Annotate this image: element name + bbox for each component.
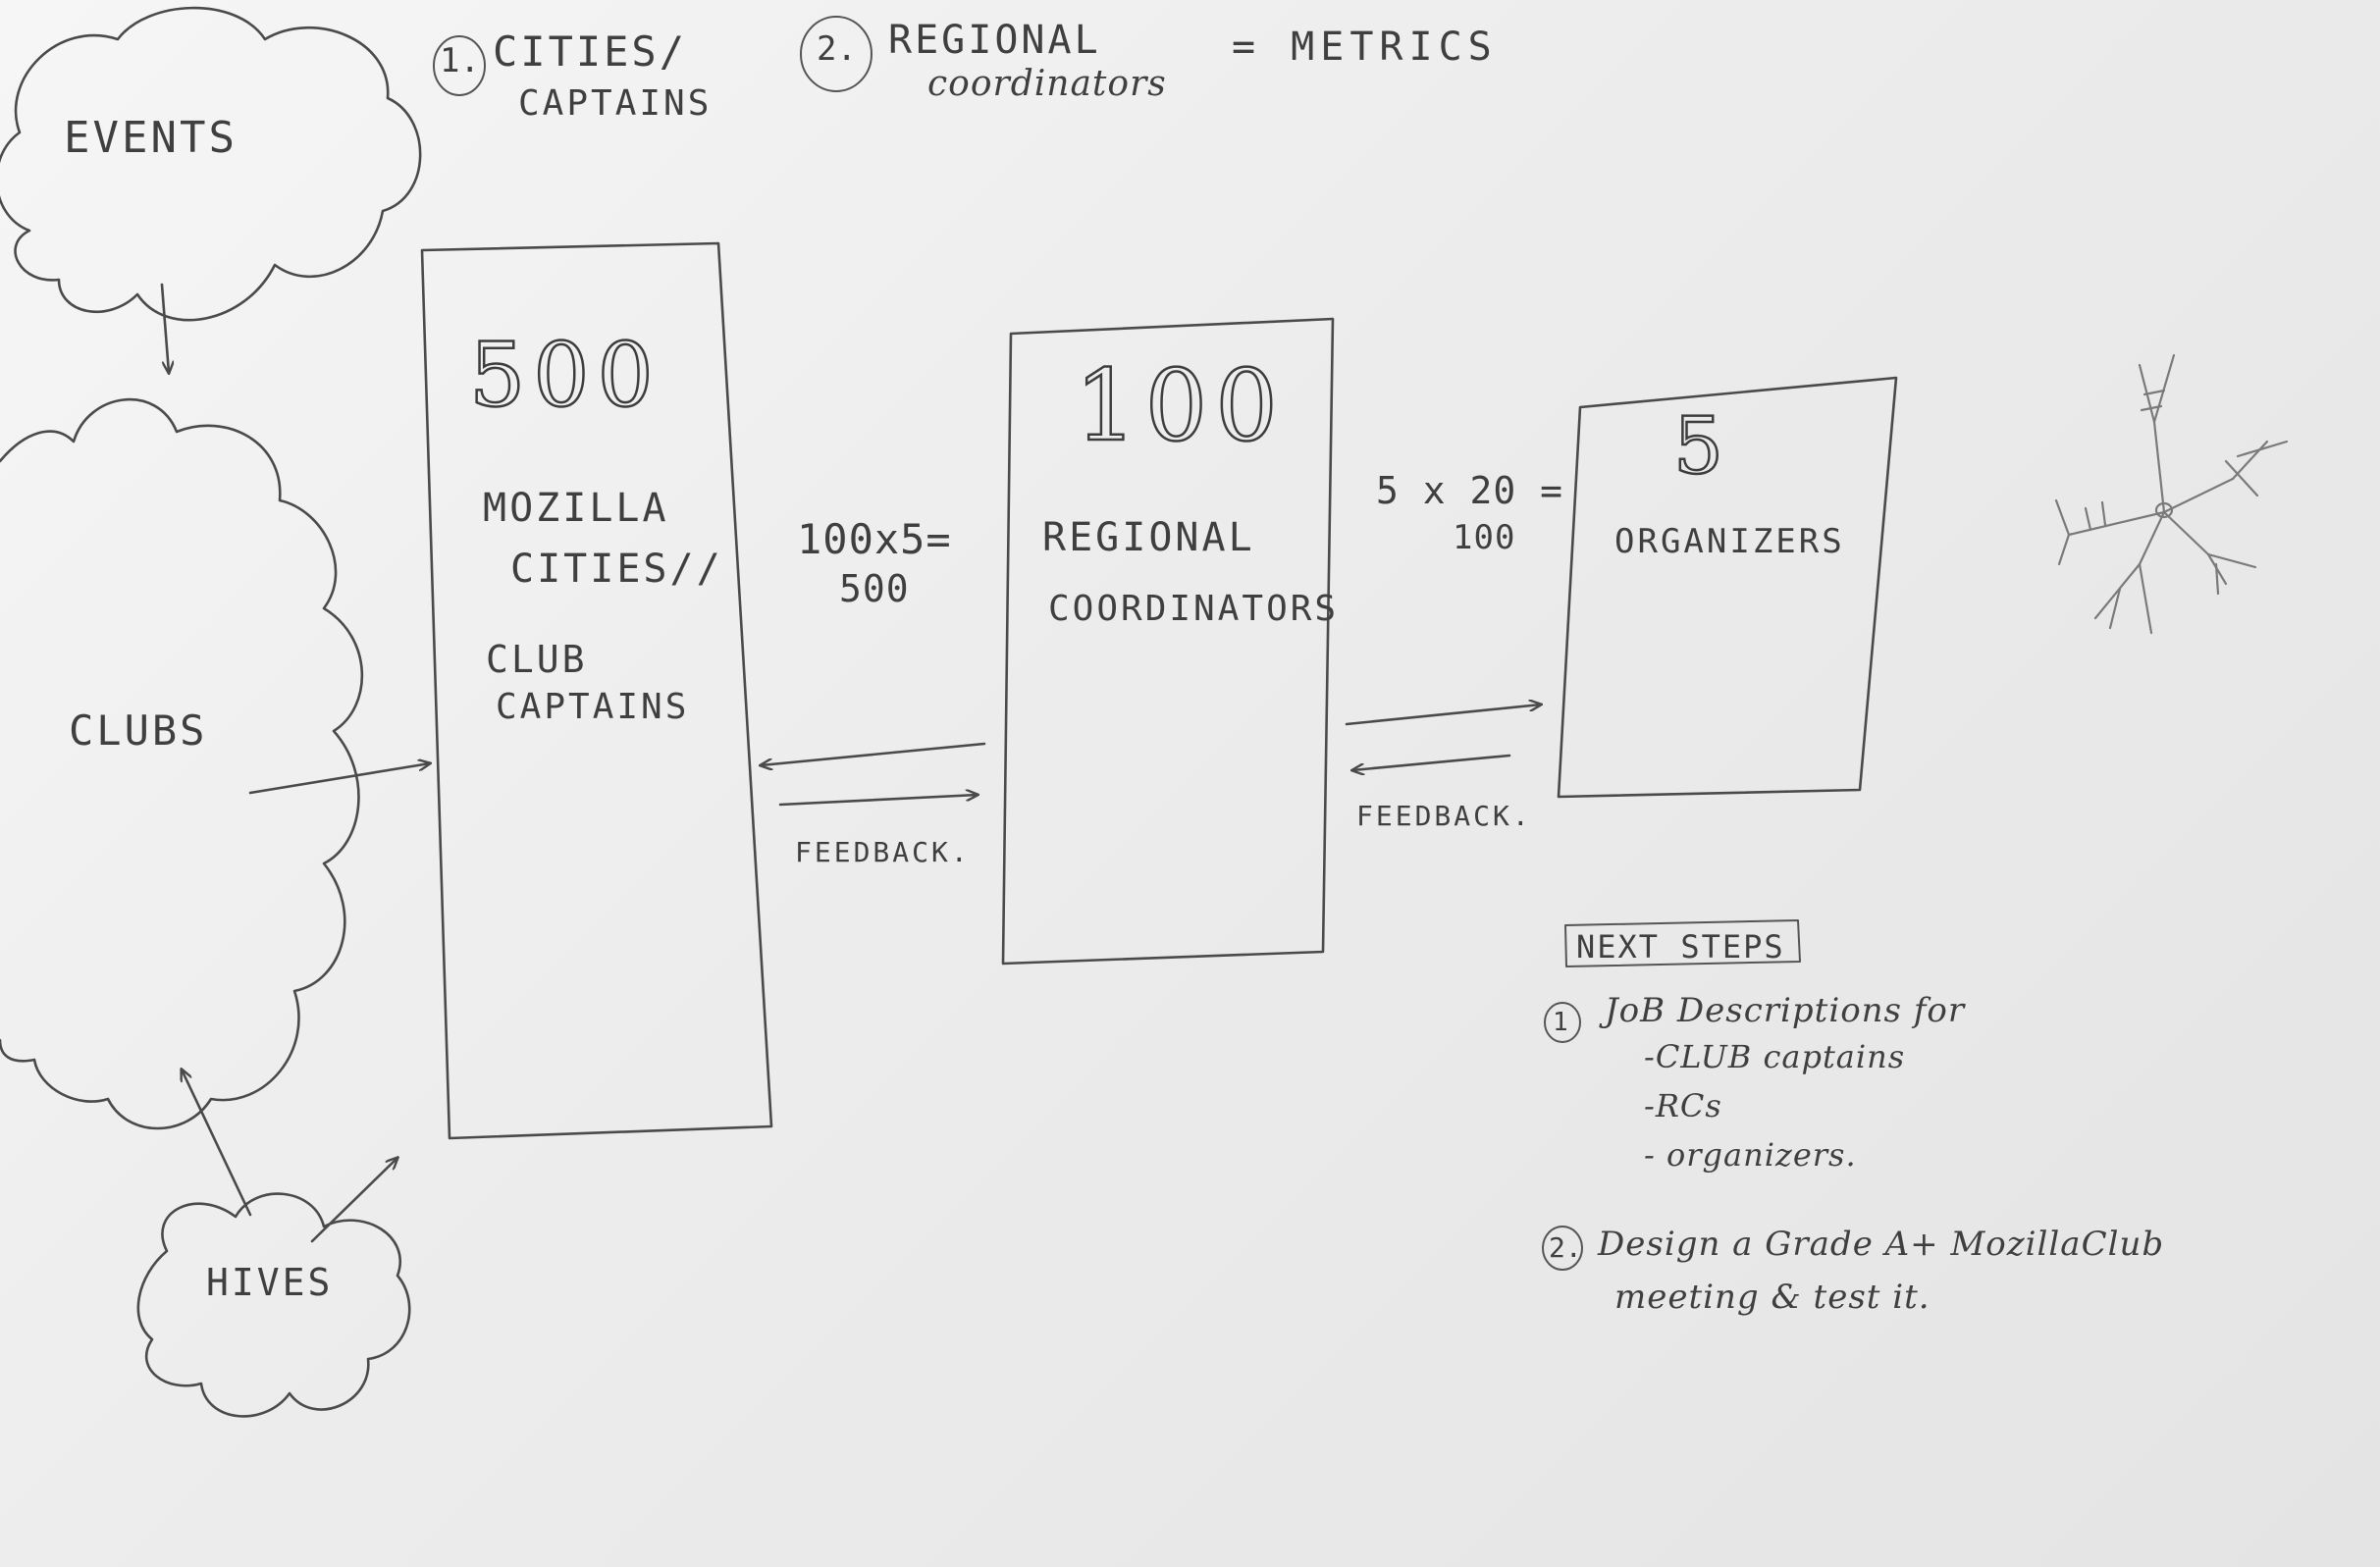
organizers-label: ORGANIZERS bbox=[1614, 522, 1845, 561]
hives-to-captains-arrow bbox=[310, 1158, 397, 1243]
math-right-line1: 5 x 20 = bbox=[1376, 469, 1564, 512]
step2-line2: meeting & test it. bbox=[1614, 1278, 1930, 1317]
header-circle-2 bbox=[800, 16, 873, 92]
organizers-count: 5 bbox=[1672, 399, 1731, 494]
coordinators-label-line1: REGIONAL bbox=[1042, 515, 1255, 560]
captains-to-coordinators-arrow bbox=[778, 795, 978, 807]
clubs-to-captains-arrow bbox=[248, 763, 430, 795]
captains-label-line4: CAPTAINS bbox=[496, 687, 690, 727]
header-item1-line2: CAPTAINS bbox=[518, 83, 713, 124]
coordinators-label-line2: COORDINATORS bbox=[1048, 589, 1340, 629]
header-circle-1 bbox=[433, 35, 486, 96]
feedback-left-label: FEEDBACK. bbox=[795, 836, 971, 868]
math-left-line2: 500 bbox=[839, 567, 910, 610]
step1-circle bbox=[1544, 1002, 1581, 1043]
header-item2-line1: REGIONAL bbox=[888, 18, 1101, 63]
step1-item-3: - organizers. bbox=[1644, 1136, 1857, 1174]
step1-text: JoB Descriptions for bbox=[1605, 991, 1966, 1030]
step2-circle bbox=[1542, 1226, 1583, 1271]
events-cloud bbox=[0, 6, 422, 322]
header-item1-line1: CITIES/ bbox=[493, 27, 688, 76]
snowflake-doodle-icon bbox=[2054, 353, 2289, 635]
math-right-line2: 100 bbox=[1453, 518, 1516, 557]
clubs-cloud bbox=[0, 397, 364, 1130]
header-metrics: = METRICS bbox=[1232, 25, 1498, 70]
step2-line1: Design a Grade A+ MozillaClub bbox=[1598, 1225, 2165, 1264]
hives-to-clubs-arrow bbox=[182, 1070, 252, 1217]
hives-cloud bbox=[136, 1192, 411, 1418]
header-item1-number: 1. bbox=[440, 41, 480, 80]
captains-label-line1: MOZILLA bbox=[483, 486, 669, 531]
header-item2-number: 2. bbox=[817, 29, 857, 69]
step2-number: 2. bbox=[1549, 1231, 1582, 1264]
step1-item-1: -CLUB captains bbox=[1644, 1038, 1906, 1075]
next-steps-title: NEXT STEPS bbox=[1576, 928, 1785, 966]
header-item2-line2: coordinators bbox=[927, 64, 1167, 104]
step1-number: 1 bbox=[1553, 1008, 1568, 1037]
clubs-cloud-label: CLUBS bbox=[69, 706, 208, 755]
captains-label-line3: CLUB bbox=[486, 638, 588, 681]
feedback-right-label: FEEDBACK. bbox=[1356, 800, 1532, 832]
captains-label-line2: CITIES// bbox=[510, 547, 723, 592]
next-steps-box bbox=[1564, 919, 1801, 967]
captains-box bbox=[420, 241, 773, 1140]
events-to-clubs-arrow bbox=[160, 283, 169, 373]
organizers-to-coordinators-arrow bbox=[1352, 754, 1511, 770]
events-cloud-label: EVENTS bbox=[64, 113, 238, 163]
captains-count: 500 bbox=[468, 323, 661, 429]
math-left-line1: 100x5= bbox=[797, 515, 952, 563]
step1-item-2: -RCs bbox=[1644, 1087, 1722, 1124]
coordinators-count: 100 bbox=[1074, 347, 1286, 465]
hives-cloud-label: HIVES bbox=[206, 1261, 334, 1304]
coordinators-to-organizers-arrow bbox=[1345, 705, 1541, 726]
coordinators-box bbox=[1001, 317, 1335, 966]
organizers-box bbox=[1557, 376, 1898, 799]
coordinators-to-captains-arrow bbox=[761, 742, 986, 765]
